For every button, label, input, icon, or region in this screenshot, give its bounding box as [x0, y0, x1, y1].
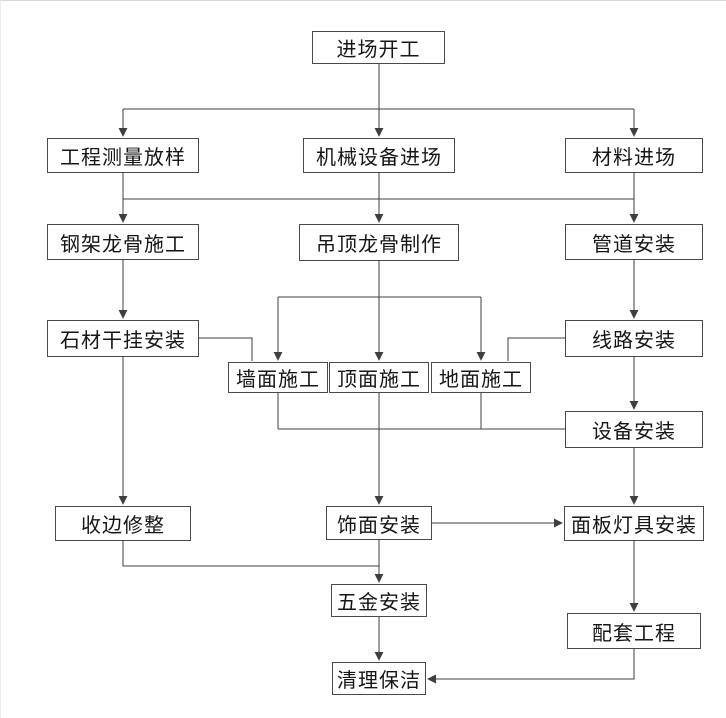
node-ceiling-keel: 吊顶龙骨制作 [299, 224, 459, 261]
node-start: 进场开工 [312, 31, 445, 64]
node-device-install: 设备安装 [565, 411, 703, 448]
node-cleaning: 清理保洁 [332, 662, 426, 695]
node-circuit-install: 线路安装 [565, 320, 703, 357]
node-hardware-install: 五金安装 [331, 584, 427, 617]
node-finish-install: 饰面安装 [326, 506, 432, 540]
node-floor-work: 地面施工 [431, 362, 531, 393]
node-support-works: 配套工程 [567, 613, 701, 649]
node-edge-trim: 收边修整 [55, 506, 191, 541]
node-equipment-entry: 机械设备进场 [303, 138, 455, 173]
node-stone-hang: 石材干挂安装 [47, 320, 199, 357]
node-survey-layout: 工程测量放样 [47, 138, 199, 173]
node-wall-work: 墙面施工 [228, 362, 328, 393]
node-material-entry: 材料进场 [565, 138, 703, 173]
node-pipe-install: 管道安装 [565, 224, 703, 260]
node-top-work: 顶面施工 [329, 362, 429, 393]
node-panel-light: 面板灯具安装 [564, 506, 704, 541]
node-steel-keel: 钢架龙骨施工 [47, 224, 199, 260]
